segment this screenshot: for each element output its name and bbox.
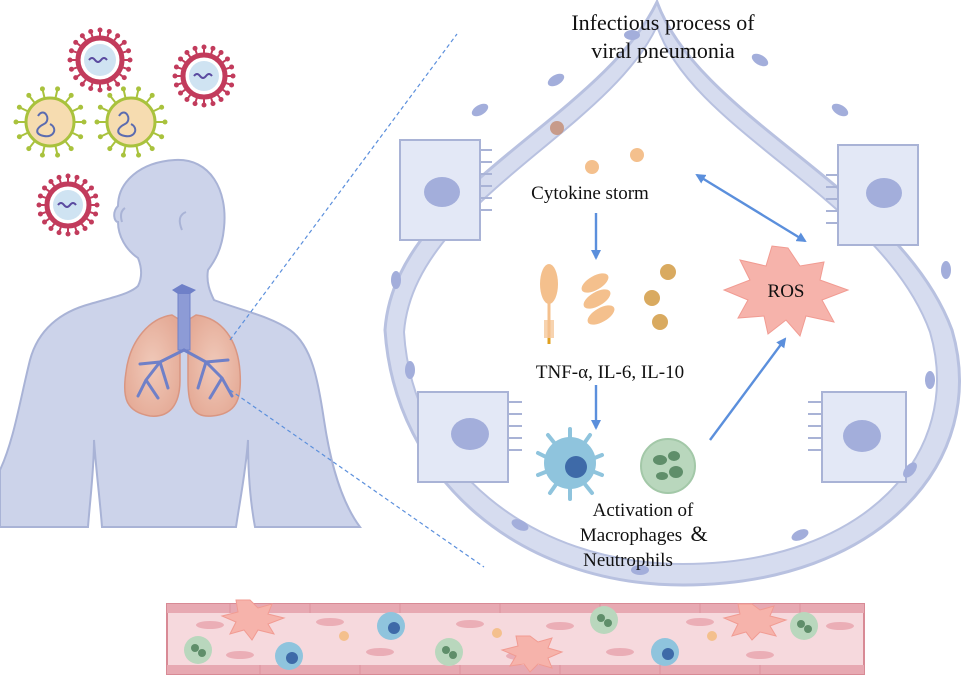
virus-green-2 [94,86,168,158]
vessel-neutrophil-2 [435,638,463,666]
vessel-neutrophil-1 [184,636,212,664]
il6-molecule [581,273,615,325]
activation-line-3: Neutrophils [583,550,673,571]
alveolar-cell-upper-left [399,139,492,241]
ros-label: ROS [768,281,805,302]
vessel-cytokine-1 [339,631,349,641]
trachea [136,284,234,400]
virus-red-3 [36,173,100,237]
vessel-macrophage-2 [275,642,303,670]
virus-green-2-spikes [94,86,168,158]
vessel-cytokine-2 [492,628,502,638]
neutrophil [640,438,696,494]
virus-red-2-spikes [172,44,236,108]
cytokine-storm-label: Cytokine storm [531,183,649,204]
virus-red-3-spikes [36,173,100,237]
vessel-cytokine-3 [707,631,717,641]
alveolar-cell-lower-right [808,391,907,483]
blood-vessel [166,599,865,675]
zoom-lines [229,33,485,568]
alveolar-cell-lower-left [417,391,522,483]
vessel-neutrophil-4 [790,612,818,640]
alveolus [383,0,961,587]
title-line-2: viral pneumonia [591,38,735,63]
activation-line-2: Macrophages [580,525,682,546]
macrophage [536,427,604,501]
arrows [591,173,807,441]
vessel-ros-1 [220,599,286,641]
alveolar-cell-upper-right [826,144,919,246]
virus-red-2 [172,44,236,108]
arrow-activation-to-ros [709,337,787,441]
tnf-il6-il10-label: TNF-α, IL-6, IL-10 [536,362,684,383]
il10-molecule [644,264,676,330]
activation-line-1: Activation of [593,500,694,521]
title-line-1: Infectious process of [571,10,755,35]
activation-ampersand: & [690,521,707,546]
vessel-macrophage-1 [377,612,405,640]
virus-green-1 [13,86,87,158]
vessel-neutrophil-3 [590,606,618,634]
vessel-macrophage-3 [651,638,679,666]
arrow-cytokine-ros [695,173,807,243]
vessel-ros-2 [500,635,564,673]
lungs [123,314,242,417]
virus-red-1-spikes [67,27,133,93]
vessel-ros-3 [722,603,788,641]
wall-nuclei [391,30,951,575]
ros-burst [722,245,850,338]
cytokine-particles [550,121,644,174]
virus-green-1-spikes [13,86,87,158]
virus-red-1 [67,27,133,93]
tnf-molecule [540,264,558,344]
